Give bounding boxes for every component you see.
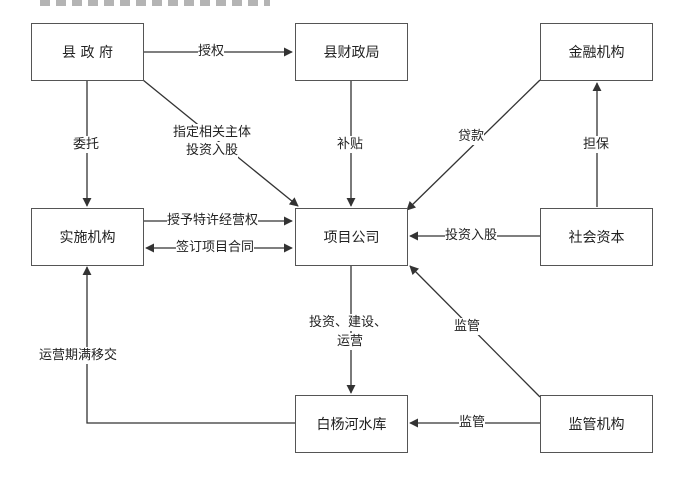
label-sign-contract: 签订项目合同 <box>176 239 255 256</box>
label-build-line1: 投资、建设、 <box>309 314 388 331</box>
cropped-top-text <box>40 0 270 6</box>
label-supervise-company: 监管 <box>454 318 481 335</box>
label-guarantee: 担保 <box>583 136 610 153</box>
label-transfer: 运营期满移交 <box>39 347 118 364</box>
label-supervise-reservoir: 监管 <box>459 414 486 431</box>
node-social-capital: 社会资本 <box>540 208 653 266</box>
node-regulator: 监管机构 <box>540 395 653 453</box>
node-project-company: 项目公司 <box>295 208 408 266</box>
label-designate-line2: 投资入股 <box>186 142 239 159</box>
label-loan: 贷款 <box>458 128 485 145</box>
node-county-government: 县 政 府 <box>31 23 144 81</box>
node-financial-institution: 金融机构 <box>540 23 653 81</box>
label-build-line2: 运营 <box>337 333 364 350</box>
node-finance-bureau: 县财政局 <box>295 23 408 81</box>
label-subsidy: 补贴 <box>337 136 364 153</box>
node-implementing-agency: 实施机构 <box>31 208 144 266</box>
label-designate-line1: 指定相关主体 <box>173 124 252 141</box>
edge-transfer <box>82 266 295 424</box>
node-reservoir: 白杨河水库 <box>295 395 408 453</box>
label-social-invest: 投资入股 <box>445 227 498 244</box>
label-authorize: 授权 <box>198 43 225 60</box>
label-franchise: 授予特许经营权 <box>167 212 259 229</box>
edge-loan <box>406 79 541 211</box>
label-entrust: 委托 <box>73 136 100 153</box>
